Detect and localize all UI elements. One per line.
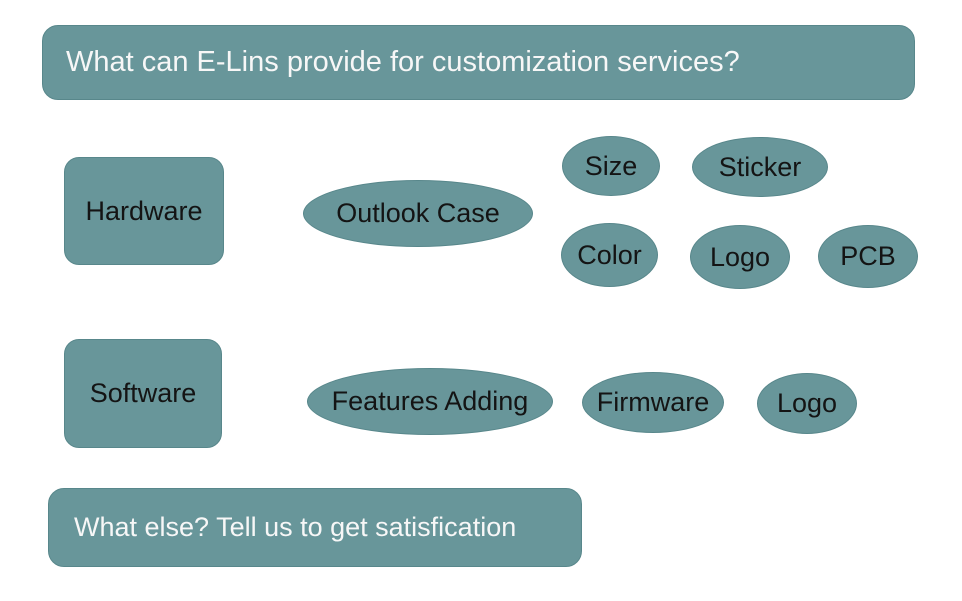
color-ellipse: Color bbox=[561, 223, 658, 287]
outlook-case-ellipse: Outlook Case bbox=[303, 180, 533, 247]
size-ellipse: Size bbox=[562, 136, 660, 196]
sticker-ellipse: Sticker bbox=[692, 137, 828, 197]
pcb-ellipse: PCB bbox=[818, 225, 918, 288]
hardware-category-box: Hardware bbox=[64, 157, 224, 265]
title-banner: What can E-Lins provide for customizatio… bbox=[42, 25, 915, 100]
features-adding-ellipse: Features Adding bbox=[307, 368, 553, 435]
hardware-logo-ellipse: Logo bbox=[690, 225, 790, 289]
firmware-ellipse: Firmware bbox=[582, 372, 724, 433]
footer-banner: What else? Tell us to get satisfication bbox=[48, 488, 582, 567]
software-category-box: Software bbox=[64, 339, 222, 448]
software-logo-ellipse: Logo bbox=[757, 373, 857, 434]
